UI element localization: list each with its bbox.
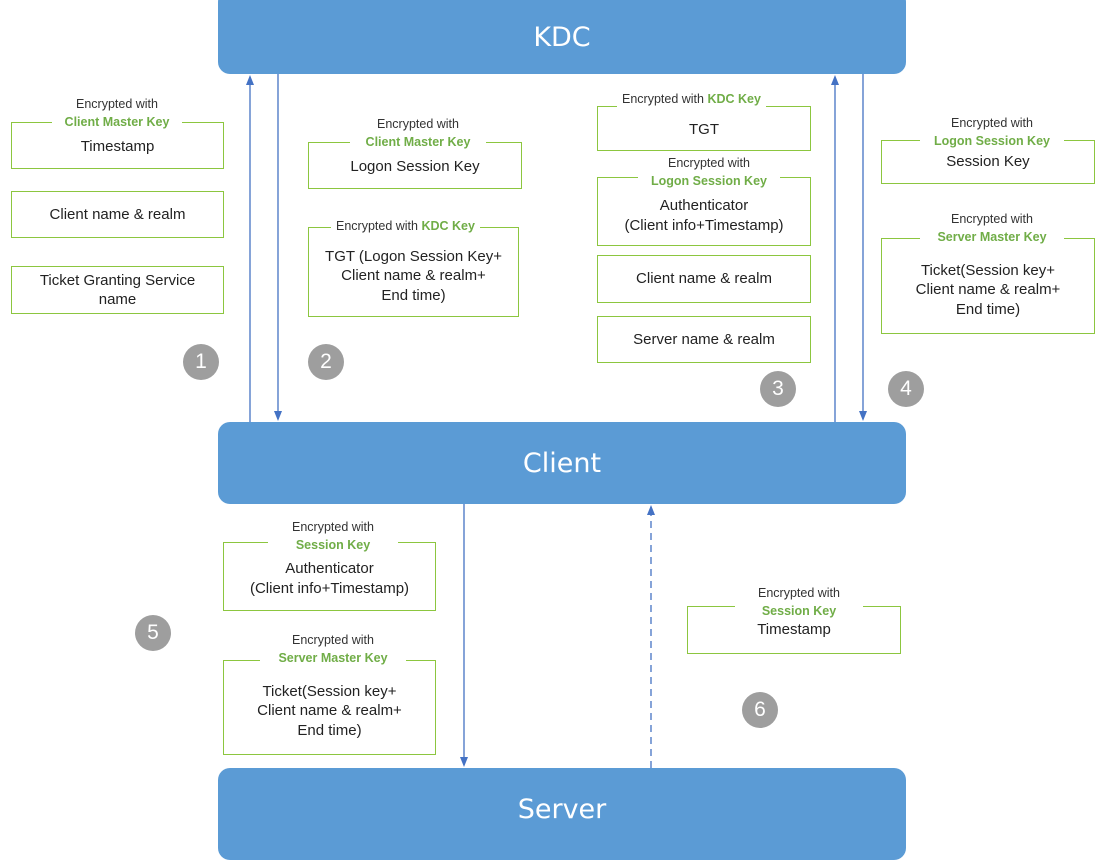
step-badge-4: 4 — [888, 371, 924, 407]
step1-tgs-line2: name — [98, 291, 137, 308]
step6-encrypted-with: Encrypted with — [758, 586, 840, 600]
step5-authenticator-encryption-label: Encrypted with Session Key — [268, 518, 398, 555]
step-badge-3: 3 — [760, 371, 796, 407]
step3-tgt-box: TGT — [597, 106, 811, 151]
step1-client-name-text: Client name & realm — [49, 205, 186, 223]
step6-encryption-label: Encrypted with Session Key — [735, 584, 863, 621]
step2-key-name: Client Master Key — [365, 135, 471, 150]
server-label: Server — [517, 793, 607, 825]
step3-authenticator-line1: Authenticator — [659, 197, 749, 214]
step5-authenticator-line2: (Client info+Timestamp) — [249, 579, 410, 597]
step3-authenticator-key-name: Logon Session Key — [651, 174, 767, 189]
step2-tgt-line1: TGT (Logon Session Key+ — [325, 247, 502, 265]
step1-key-name: Client Master Key — [64, 115, 170, 130]
step4-ticket-key-name: Server Master Key — [937, 230, 1047, 245]
step5-ticket-line3: End time) — [297, 721, 362, 739]
step-badge-2: 2 — [308, 344, 344, 380]
step1-tgs-line1: Ticket Granting Service — [39, 271, 196, 289]
step1-client-name-box: Client name & realm — [11, 191, 224, 238]
step4-key-name: Logon Session Key — [934, 134, 1050, 149]
step5-ticket-encryption-label: Encrypted with Server Master Key — [260, 631, 406, 668]
step5-authenticator-line1: Authenticator — [285, 560, 374, 577]
kdc-label: KDC — [533, 21, 591, 53]
step2-logon-session-key-text: Logon Session Key — [350, 157, 480, 175]
step3-tgt-encrypted-with: Encrypted with — [622, 92, 704, 106]
step2-tgt-key-name: KDC Key — [421, 219, 475, 233]
step1-timestamp-text: Timestamp — [80, 137, 155, 155]
step4-ticket-encryption-label: Encrypted with Server Master Key — [920, 210, 1064, 247]
step4-session-key-text: Session Key — [946, 152, 1030, 170]
client-label: Client — [522, 447, 602, 479]
step2-tgt-line3: End time) — [381, 286, 446, 304]
step-badge-5: 5 — [135, 615, 171, 651]
step4-ticket-line1: Ticket(Session key+ — [920, 261, 1056, 279]
step5-ticket-line1: Ticket(Session key+ — [262, 682, 397, 700]
step4-encryption-label: Encrypted with Logon Session Key — [920, 114, 1064, 151]
step5-ticket-box: Ticket(Session key+ Client name & realm+… — [223, 660, 436, 755]
step3-client-name-box: Client name & realm — [597, 255, 811, 303]
step3-server-name-box: Server name & realm — [597, 316, 811, 363]
step2-tgt-encryption-label: Encrypted with KDC Key — [331, 217, 480, 236]
step3-tgt-encryption-label: Encrypted with KDC Key — [617, 90, 766, 109]
kdc-node: KDC — [218, 0, 906, 74]
step3-tgt-text: TGT — [689, 120, 719, 138]
step-badge-1: 1 — [183, 344, 219, 380]
step6-key-name: Session Key — [761, 604, 837, 619]
step2-tgt-encrypted-with: Encrypted with — [336, 219, 418, 233]
step2-encrypted-with: Encrypted with — [377, 117, 459, 131]
step4-ticket-encrypted-with: Encrypted with — [951, 212, 1033, 226]
step2-tgt-box: TGT (Logon Session Key+ Client name & re… — [308, 227, 519, 317]
step3-authenticator-encryption-label: Encrypted with Logon Session Key — [638, 154, 780, 191]
step2-encryption-label: Encrypted with Client Master Key — [350, 115, 486, 152]
step-badge-6: 6 — [742, 692, 778, 728]
step1-tgs-name-box: Ticket Granting Service name — [11, 266, 224, 314]
step1-encryption-label: Encrypted with Client Master Key — [52, 95, 182, 132]
step1-encrypted-with: Encrypted with — [76, 97, 158, 111]
step3-client-name-text: Client name & realm — [636, 270, 772, 288]
step4-ticket-line2: Client name & realm+ — [915, 281, 1061, 298]
step2-tgt-line2: Client name & realm+ — [341, 267, 486, 285]
step3-authenticator-encrypted-with: Encrypted with — [668, 156, 750, 170]
step5-authenticator-key-name: Session Key — [295, 538, 371, 553]
step6-timestamp-text: Timestamp — [757, 620, 831, 638]
step5-ticket-key-name: Server Master Key — [278, 651, 388, 666]
step3-tgt-key-name: KDC Key — [707, 92, 761, 106]
step4-ticket-line3: End time) — [955, 300, 1021, 318]
step3-server-name-text: Server name & realm — [633, 330, 775, 348]
step5-ticket-line2: Client name & realm+ — [257, 702, 402, 719]
step4-encrypted-with: Encrypted with — [951, 116, 1033, 130]
client-node: Client — [218, 422, 906, 504]
step5-ticket-encrypted-with: Encrypted with — [292, 633, 374, 647]
step5-authenticator-encrypted-with: Encrypted with — [292, 520, 374, 534]
step4-ticket-box: Ticket(Session key+ Client name & realm+… — [881, 238, 1095, 334]
step3-authenticator-line2: (Client info+Timestamp) — [624, 216, 784, 234]
server-node: Server — [218, 768, 906, 860]
